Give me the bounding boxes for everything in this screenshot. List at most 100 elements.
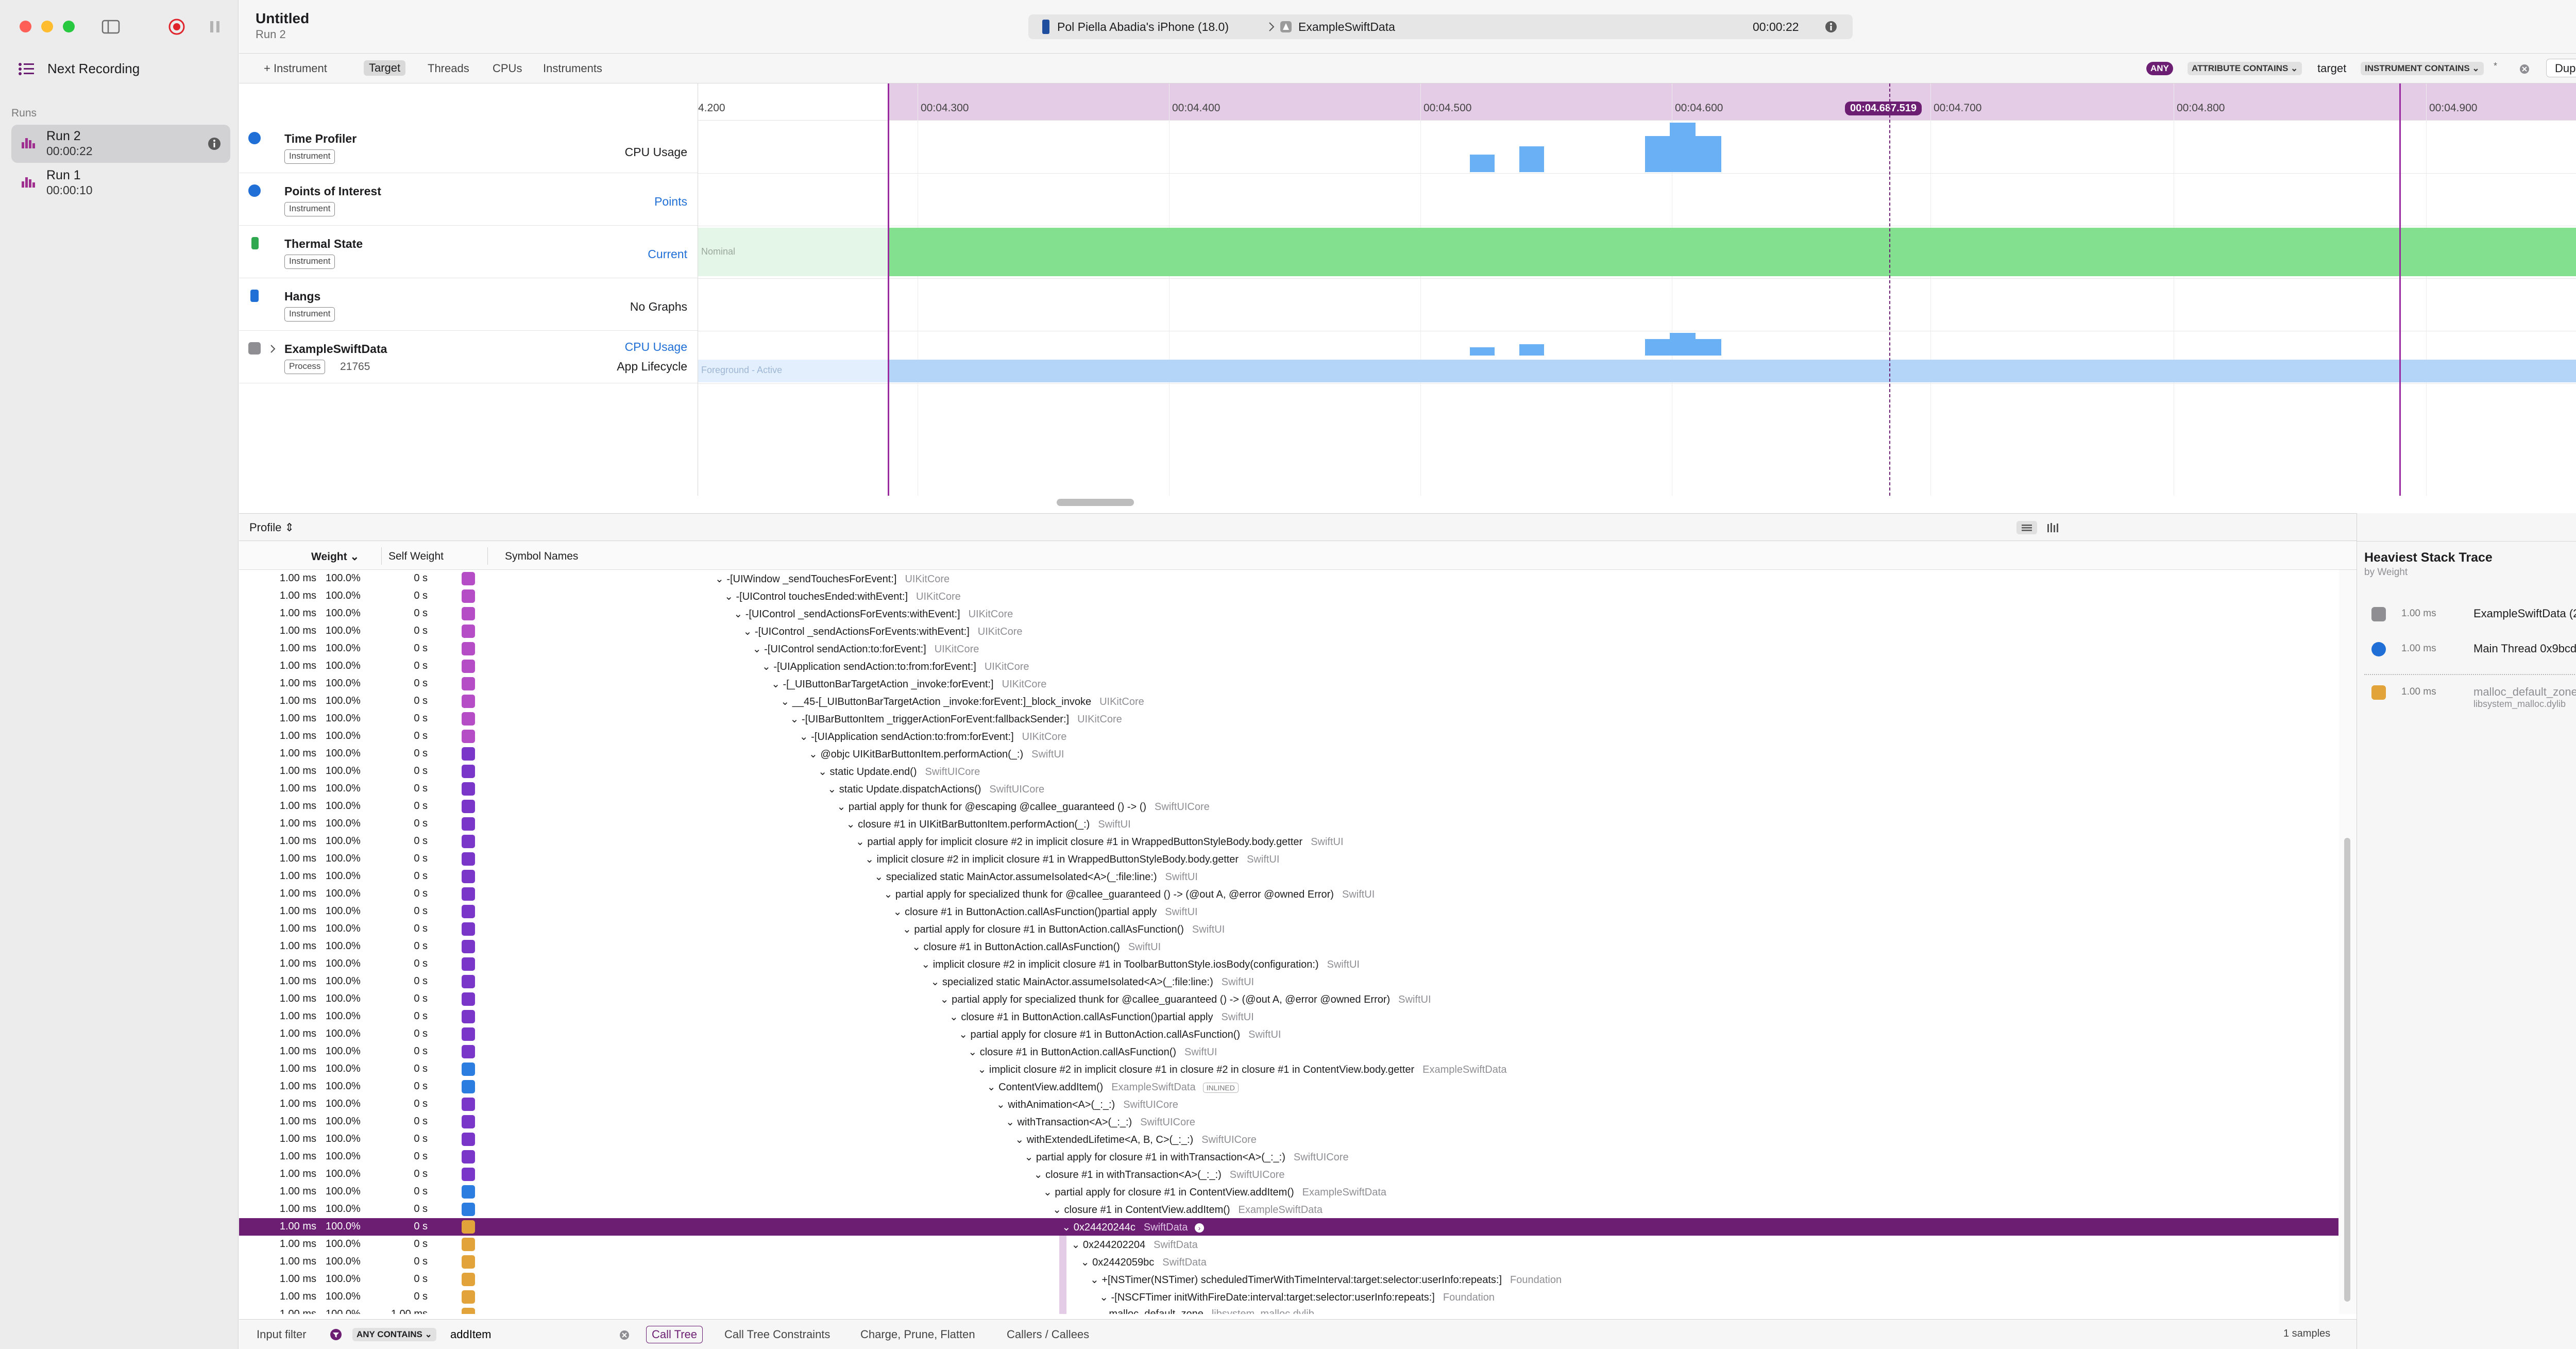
- pause-icon[interactable]: [202, 14, 228, 39]
- disclosure-chevron-icon[interactable]: ⌄: [1043, 1187, 1052, 1198]
- attribute-contains-token[interactable]: ATTRIBUTE CONTAINS ⌄: [2188, 62, 2302, 75]
- flame-graph-icon[interactable]: [2044, 521, 2063, 534]
- disclosure-chevron-icon[interactable]: ⌄: [809, 749, 818, 760]
- sidebar-toggle-icon[interactable]: [98, 14, 124, 39]
- track-metric[interactable]: CPU Usage: [624, 340, 687, 353]
- disclosure-chevron-icon[interactable]: ⌄: [959, 1029, 968, 1040]
- track-metric[interactable]: Current: [648, 247, 687, 261]
- track-metric[interactable]: Points: [654, 195, 687, 208]
- disclosure-chevron-icon[interactable]: ⌄: [874, 871, 884, 883]
- info-icon[interactable]: [208, 137, 221, 150]
- track-thermal-state[interactable]: Thermal State Instrument Current: [239, 226, 698, 278]
- disclosure-chevron-icon[interactable]: ⌄: [940, 994, 949, 1005]
- disclosure-chevron-icon[interactable]: ⌄: [893, 906, 902, 918]
- clear-filter-icon[interactable]: [2519, 64, 2530, 74]
- disclosure-chevron-icon[interactable]: ⌄: [912, 941, 921, 953]
- next-recording-item[interactable]: Next Recording: [18, 61, 140, 77]
- duplicate-button[interactable]: Duplicate: [2546, 59, 2576, 77]
- disclosure-chevron-icon[interactable]: ⌄: [1071, 1239, 1080, 1251]
- mode-callers-callees[interactable]: Callers / Callees: [1007, 1328, 1090, 1341]
- clear-filter-icon[interactable]: [619, 1330, 630, 1340]
- instrument-contains-token[interactable]: INSTRUMENT CONTAINS ⌄: [2361, 62, 2484, 75]
- track-process[interactable]: ExampleSwiftData Process 21765 CPU Usage…: [239, 331, 698, 383]
- tab-target[interactable]: Target: [364, 60, 406, 76]
- profile-selector[interactable]: Profile ⇕: [249, 521, 294, 534]
- navigate-arrow-icon[interactable]: ›: [1194, 1223, 1204, 1233]
- any-token[interactable]: ANY: [2146, 62, 2173, 75]
- disclosure-chevron-icon[interactable]: ⌄: [884, 889, 893, 900]
- tab-threads[interactable]: Threads: [428, 62, 469, 75]
- disclosure-chevron-icon[interactable]: ⌄: [987, 1082, 996, 1093]
- mode-call-tree[interactable]: Call Tree: [646, 1326, 703, 1343]
- disclosure-chevron-icon[interactable]: ⌄: [921, 959, 930, 970]
- disclosure-chevron-icon[interactable]: ⌄: [837, 801, 846, 813]
- disclosure-chevron-icon[interactable]: ⌄: [950, 1011, 958, 1023]
- tab-cpus[interactable]: CPUs: [493, 62, 522, 75]
- disclosure-chevron-icon[interactable]: ⌄: [762, 661, 771, 672]
- info-icon[interactable]: [1825, 21, 1837, 33]
- call-tree-scrollbar[interactable]: [2344, 838, 2350, 1302]
- mode-charge-prune-flatten[interactable]: Charge, Prune, Flatten: [860, 1328, 975, 1341]
- add-instrument-button[interactable]: + Instrument: [264, 62, 327, 75]
- disclosure-chevron-icon[interactable]: ⌄: [752, 644, 761, 655]
- disclosure-chevron-icon[interactable]: ⌄: [1053, 1204, 1061, 1216]
- disclosure-icon[interactable]: [270, 344, 276, 353]
- mode-call-tree-constraints[interactable]: Call Tree Constraints: [724, 1328, 831, 1341]
- track-time-profiler[interactable]: Time Profiler Instrument CPU Usage: [239, 121, 698, 173]
- time-ruler[interactable]: 4.200 00:04.300 00:04.400 00:04.500 00:0…: [698, 83, 2576, 121]
- disclosure-chevron-icon[interactable]: ⌄: [1006, 1117, 1014, 1128]
- disclosure-chevron-icon[interactable]: ⌄: [1080, 1257, 1090, 1268]
- track-hangs[interactable]: Hangs Instrument No Graphs: [239, 278, 698, 331]
- close-window-button[interactable]: [20, 21, 31, 32]
- tab-instruments[interactable]: Instruments: [543, 62, 602, 75]
- any-contains-token[interactable]: ANY CONTAINS ⌄: [352, 1328, 436, 1341]
- disclosure-chevron-icon[interactable]: ⌄: [856, 836, 865, 848]
- list-view-icon[interactable]: [2016, 521, 2037, 534]
- disclosure-chevron-icon[interactable]: ⌄: [781, 696, 790, 707]
- disclosure-chevron-icon[interactable]: ⌄: [968, 1047, 977, 1058]
- target-selector[interactable]: Pol Piella Abadia's iPhone (18.0) Exampl…: [1028, 14, 1853, 39]
- track-points-of-interest[interactable]: Points of Interest Instrument Points: [239, 173, 698, 226]
- disclosure-chevron-icon[interactable]: ⌄: [977, 1064, 987, 1075]
- disclosure-chevron-icon[interactable]: ⌄: [865, 854, 874, 865]
- minimize-window-button[interactable]: [41, 21, 53, 32]
- disclosure-chevron-icon[interactable]: ⌄: [996, 1099, 1005, 1110]
- stack-frame-process[interactable]: 1.00 ms ExampleSwiftData (21765): [2364, 605, 2576, 626]
- disclosure-chevron-icon[interactable]: ⌄: [715, 574, 724, 585]
- run-item-2[interactable]: Run 2 00:00:22: [11, 125, 230, 163]
